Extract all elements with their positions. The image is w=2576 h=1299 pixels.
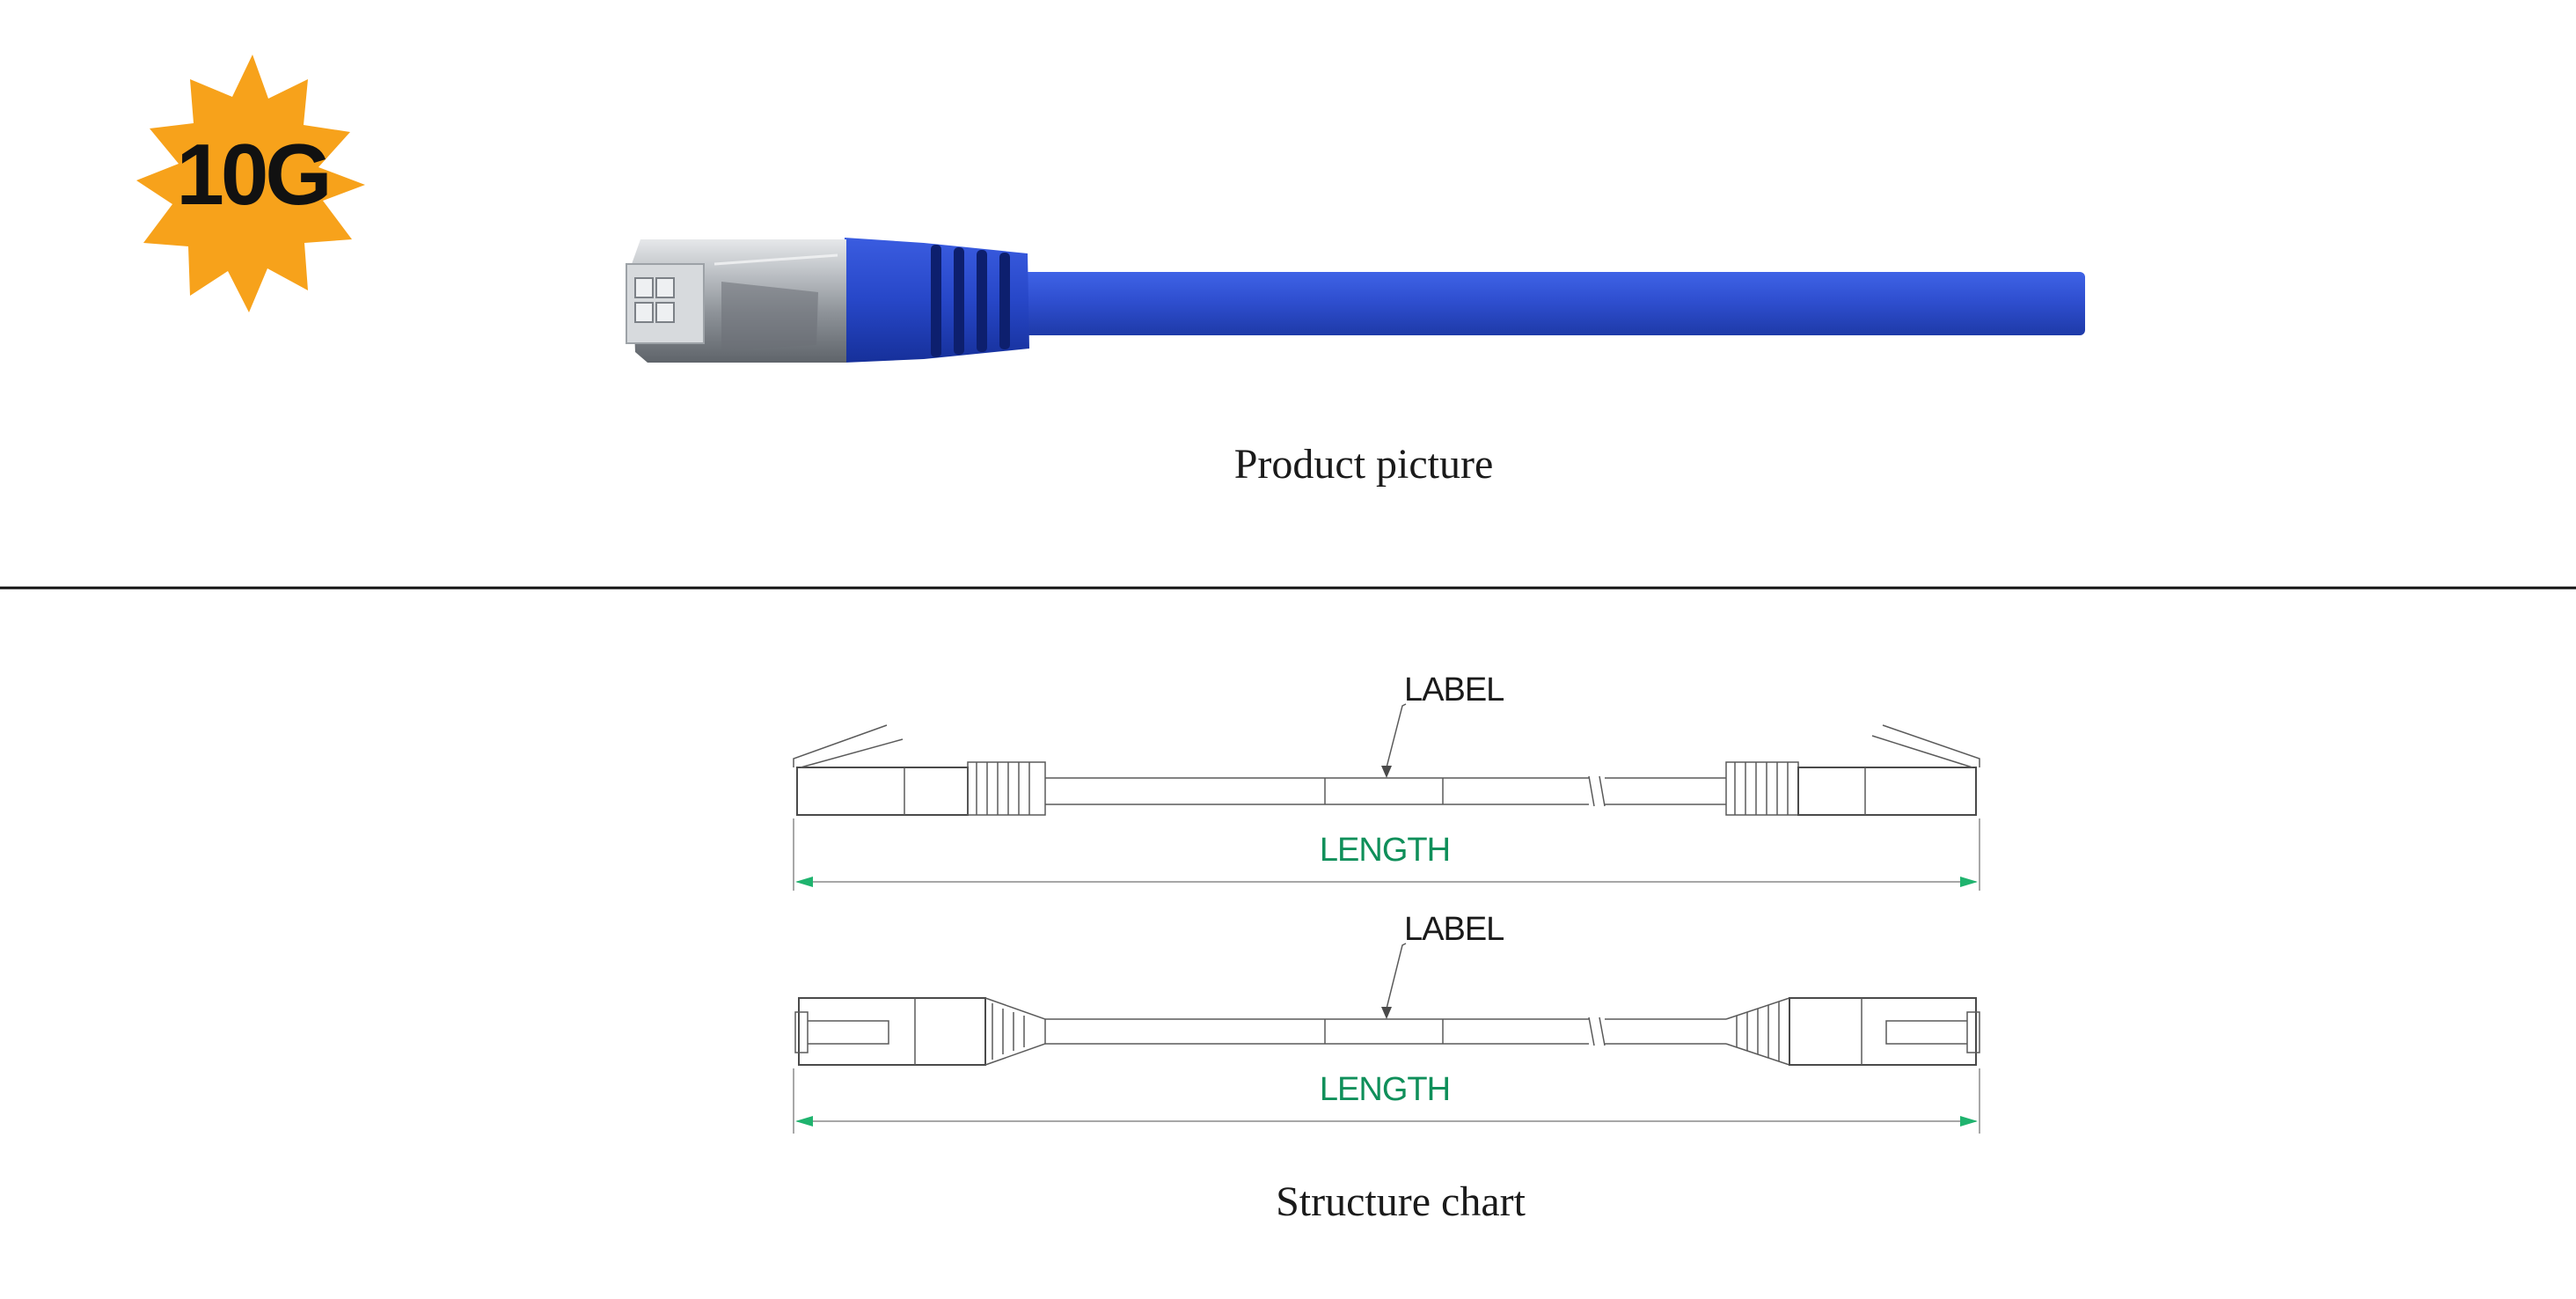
side-view-length-dimension: LENGTH — [1320, 832, 1450, 869]
boot-ribs — [931, 245, 1010, 357]
product-caption: Product picture — [1234, 441, 1494, 488]
top-view-length-dimension: LENGTH — [1320, 1071, 1450, 1108]
side-view-drawing — [793, 703, 1980, 891]
plug-latch-window — [721, 282, 818, 350]
top-view-label-callout: LABEL — [1404, 911, 1504, 948]
starburst-shape — [136, 55, 365, 312]
top-view-drawing — [793, 943, 1980, 1134]
cable-jacket — [1003, 272, 2085, 335]
plug-contacts — [634, 277, 675, 323]
speed-badge: 10G — [136, 55, 365, 312]
badge-text: 10G — [176, 126, 328, 223]
side-view-label-callout: LABEL — [1404, 672, 1504, 708]
structure-caption: Structure chart — [1276, 1178, 1526, 1225]
product-photo — [626, 238, 2085, 363]
